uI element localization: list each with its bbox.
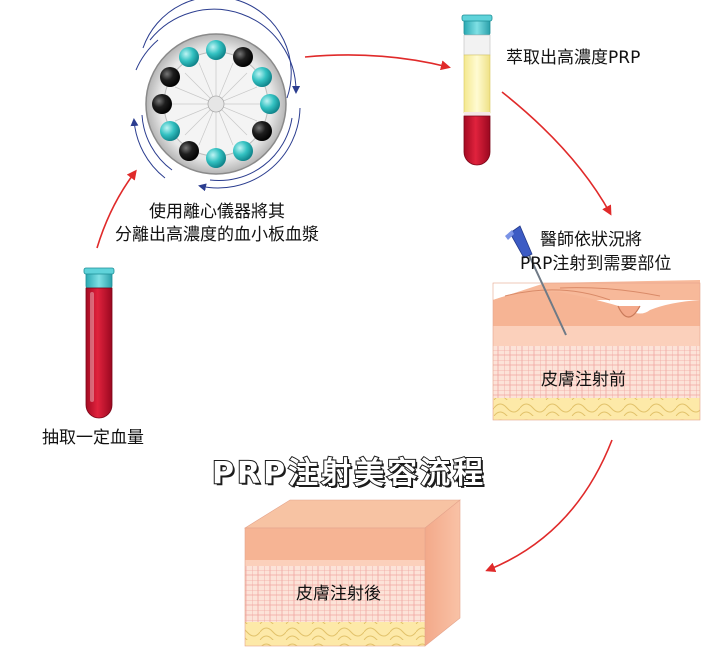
arrow-before-to-after	[485, 439, 613, 573]
skin-before	[492, 225, 701, 421]
prp-tube	[461, 14, 493, 166]
inject-label-line2: PRP注射到需要部位	[520, 254, 672, 274]
blood-tube	[83, 267, 115, 419]
syringe	[505, 225, 567, 336]
draw-blood-label: 抽取一定血量	[42, 428, 144, 448]
page-title: PRP注射美容流程	[211, 455, 487, 492]
skin-after	[243, 499, 461, 647]
inject-label-line1: 醫師依狀況將	[540, 230, 642, 250]
centrifuge-label-line1: 使用離心儀器將其	[149, 202, 285, 222]
arrow-extract-to-inject	[501, 91, 612, 216]
arrow-centrifuge-to-extract	[304, 54, 451, 71]
extract-prp-label: 萃取出高濃度PRP	[506, 48, 641, 68]
skin-before-label: 皮膚注射前	[541, 370, 626, 390]
centrifuge-label-line2: 分離出高濃度的血小板血漿	[115, 225, 319, 245]
flow-arrows	[96, 54, 613, 573]
arrow-draw-to-centrifuge	[96, 169, 137, 249]
skin-after-label: 皮膚注射後	[296, 584, 381, 604]
centrifuge	[130, 0, 301, 192]
